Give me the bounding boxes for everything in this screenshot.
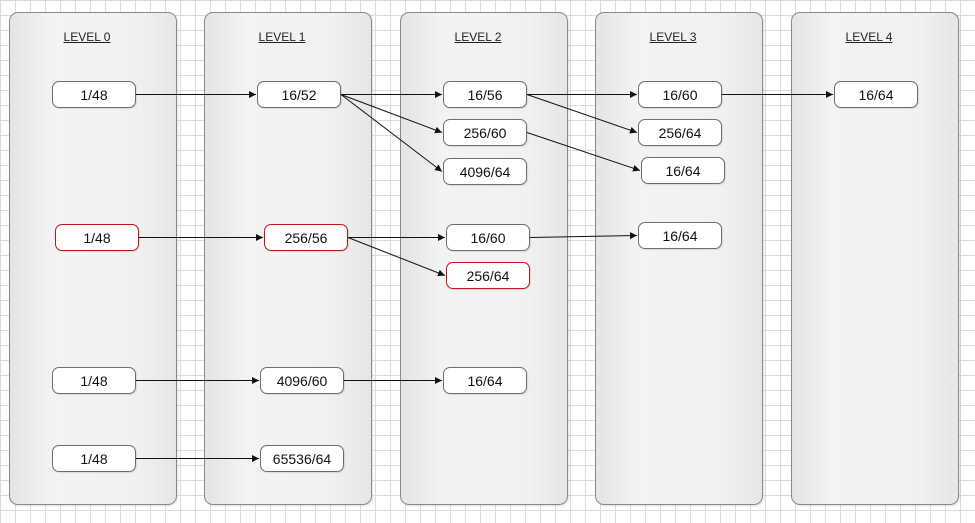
- node-level4-row1[interactable]: 16/64: [834, 81, 918, 108]
- node-level0-row2[interactable]: 1/48: [55, 224, 139, 251]
- node-level1-row4[interactable]: 65536/64: [260, 445, 344, 472]
- node-level1-row2[interactable]: 256/56: [264, 224, 348, 251]
- edge-n1b-n2e: [347, 237, 446, 277]
- column-title-level-2: LEVEL 2: [454, 30, 502, 44]
- node-level3-row4[interactable]: 16/64: [638, 222, 722, 249]
- node-level2-row1[interactable]: 16/56: [443, 81, 527, 108]
- node-level3-row1[interactable]: 16/60: [638, 81, 722, 108]
- edge-n1a-n2c: [340, 94, 443, 172]
- node-level0-row3[interactable]: 1/48: [52, 367, 136, 394]
- node-level2-row2[interactable]: 256/60: [443, 119, 527, 146]
- node-level2-row3[interactable]: 4096/64: [443, 158, 527, 185]
- column-title-level-1: LEVEL 1: [258, 30, 306, 44]
- edge-n1a-n2b: [340, 94, 443, 134]
- node-level3-row2[interactable]: 256/64: [638, 119, 722, 146]
- column-title-level-0: LEVEL 0: [63, 30, 111, 44]
- edge-n2a-n3b: [526, 94, 638, 134]
- column-title-level-4: LEVEL 4: [845, 30, 893, 44]
- node-level1-row3[interactable]: 4096/60: [260, 367, 344, 394]
- edge-n2d-n3d: [529, 232, 638, 240]
- node-level1-row1[interactable]: 16/52: [257, 81, 341, 108]
- node-level2-row5[interactable]: 256/64: [446, 262, 530, 289]
- edge-n2b-n3c: [526, 132, 641, 172]
- node-level2-row4[interactable]: 16/60: [446, 224, 530, 251]
- node-level0-row1[interactable]: 1/48: [52, 81, 136, 108]
- column-title-level-3: LEVEL 3: [649, 30, 697, 44]
- node-level3-row3[interactable]: 16/64: [641, 157, 725, 184]
- node-level2-row6[interactable]: 16/64: [443, 367, 527, 394]
- node-level0-row4[interactable]: 1/48: [52, 445, 136, 472]
